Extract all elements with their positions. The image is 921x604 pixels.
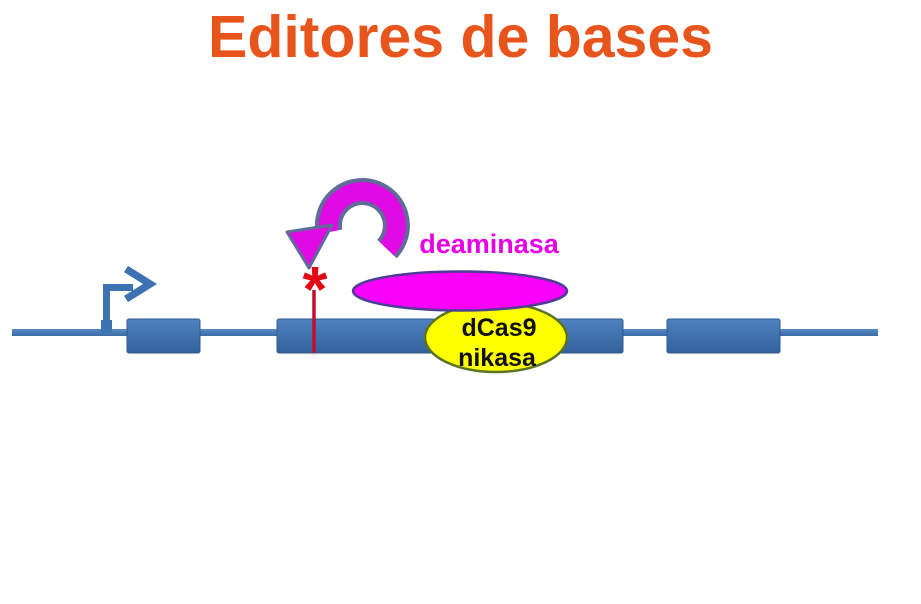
- deamination-arrow-icon: [285, 178, 410, 270]
- deamination-arrow-head: [285, 223, 334, 270]
- promoter-arrow-head: [124, 265, 158, 303]
- slide-title: Editores de bases: [208, 4, 713, 70]
- promoter-arrow-icon: [101, 265, 158, 333]
- promoter-arrow-shaft: [103, 284, 133, 333]
- exon-rect-1: [126, 318, 201, 354]
- deaminase-label: deaminasa: [419, 229, 560, 259]
- nickase-label: nikasa: [458, 344, 537, 372]
- exon-rect-3: [666, 318, 781, 354]
- deaminase-ellipse: [351, 270, 569, 312]
- dcas9-label: dCas9: [461, 314, 536, 342]
- deamination-arrow-arc-fill: [318, 182, 406, 256]
